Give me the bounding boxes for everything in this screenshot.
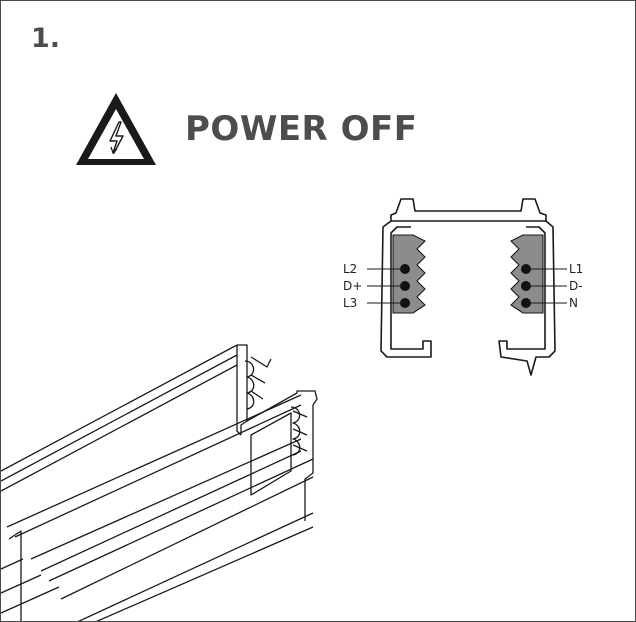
label-n: N bbox=[569, 296, 578, 310]
power-off-title: POWER OFF bbox=[185, 109, 418, 149]
track-rail-illustration bbox=[1, 344, 318, 621]
track-profile-diagram: L2 D+ L3 L1 D- N bbox=[343, 198, 583, 376]
step-number: 1. bbox=[31, 23, 61, 54]
label-dplus: D+ bbox=[343, 279, 362, 293]
profile-right-wall bbox=[498, 220, 556, 376]
label-dminus: D- bbox=[569, 279, 583, 293]
label-l2: L2 bbox=[343, 262, 357, 276]
high-voltage-warning-icon bbox=[76, 93, 156, 165]
right-conductor-block bbox=[510, 234, 544, 314]
label-l1: L1 bbox=[569, 262, 583, 276]
profile-top-bar bbox=[390, 198, 547, 222]
label-l3: L3 bbox=[343, 296, 357, 310]
left-conductor-block bbox=[392, 234, 426, 314]
profile-left-wall bbox=[380, 220, 432, 358]
